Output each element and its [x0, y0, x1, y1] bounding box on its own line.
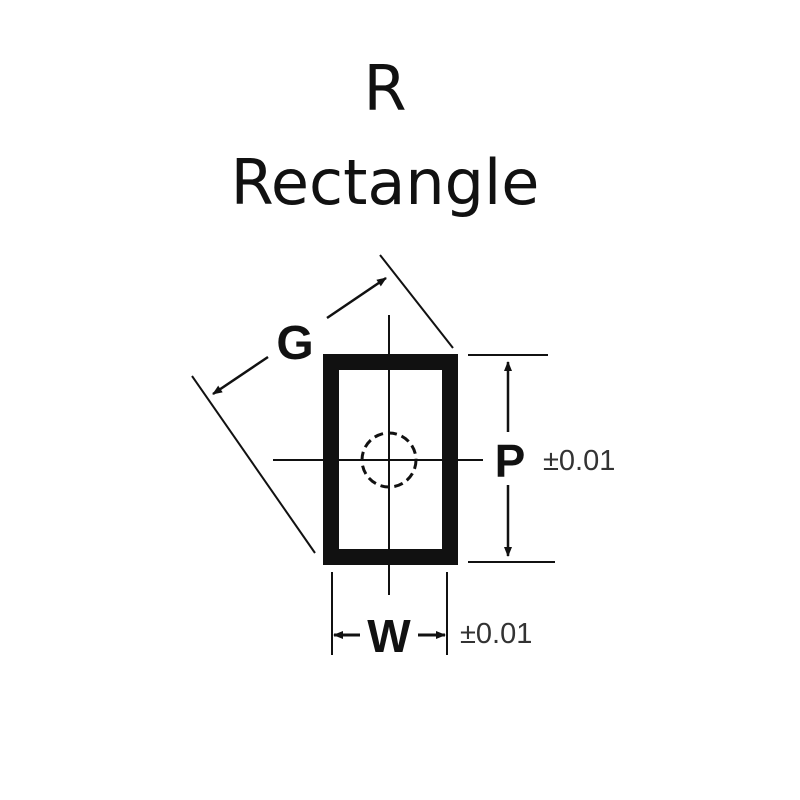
rectangle-shape — [323, 354, 458, 565]
g-arrow-upper — [326, 276, 387, 320]
tolerance-p: ±0.01 — [543, 445, 615, 477]
dimension-label-g: G — [276, 317, 313, 370]
shape-code: R — [363, 52, 407, 125]
dashed-hole-circle — [360, 431, 418, 489]
tolerance-w: ±0.01 — [460, 618, 532, 650]
shape-name: Rectangle — [230, 146, 540, 219]
g-extension-right — [379, 254, 454, 349]
dimension-label-w: W — [367, 610, 411, 662]
g-extension-left — [191, 375, 316, 554]
g-arrow-lower — [212, 355, 269, 396]
dimension-label-p: P — [495, 435, 526, 487]
